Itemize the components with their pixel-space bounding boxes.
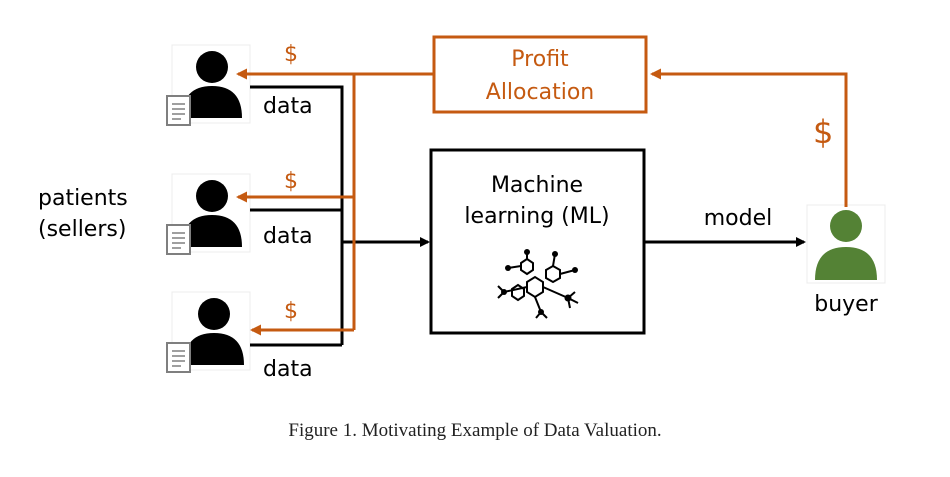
seller-3-payment-label: $: [284, 299, 298, 324]
payment-flow-lines: [352, 72, 848, 330]
model-label: model: [704, 206, 773, 231]
figure-caption: Figure 1. Motivating Example of Data Val…: [288, 420, 662, 441]
seller-1-payment-label: $: [284, 42, 298, 67]
buyer: buyer: [806, 204, 886, 317]
seller-group-label-line2: (sellers): [38, 217, 126, 242]
seller-3-data-label: data: [263, 357, 313, 382]
document-icon: [166, 95, 191, 126]
seller-3: data $: [166, 291, 313, 382]
seller-2-payment-label: $: [284, 169, 298, 194]
ml-box-line2: learning (ML): [464, 204, 609, 229]
document-icon: [166, 342, 191, 373]
buyer-payment-label: $: [813, 113, 833, 151]
document-icon: [166, 224, 191, 255]
seller-group-label-line1: patients: [38, 186, 128, 211]
seller-2: data $: [166, 169, 313, 255]
seller-1: data $: [166, 42, 313, 126]
person-icon: [182, 51, 242, 118]
seller-1-data-label: data: [263, 94, 313, 119]
data-flow-lines: [250, 85, 344, 347]
buyer-label: buyer: [814, 292, 878, 317]
profit-box-line1: Profit: [511, 47, 569, 72]
ml-box: Machine learning (ML): [429, 148, 646, 335]
ml-box-line1: Machine: [491, 173, 583, 198]
buyer-person-icon: [815, 210, 877, 280]
person-icon: [182, 180, 242, 247]
profit-box-line2: Allocation: [486, 80, 594, 105]
neural-network-nodes: [501, 249, 578, 315]
profit-allocation-box: Profit Allocation: [432, 35, 648, 114]
person-icon: [184, 298, 244, 365]
seller-2-data-label: data: [263, 224, 313, 249]
